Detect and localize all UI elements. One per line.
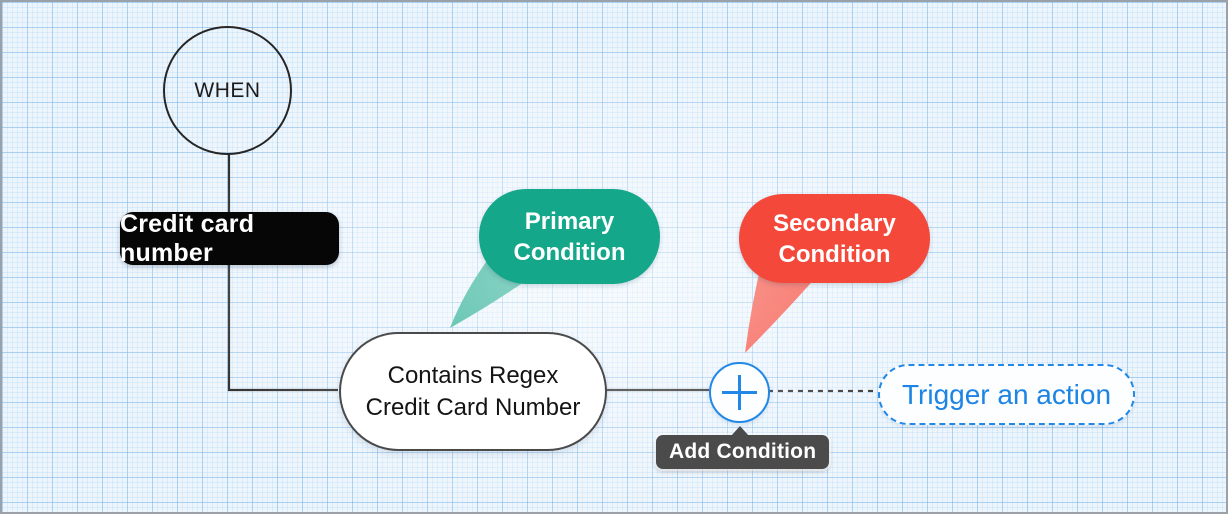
trigger-action-button[interactable]: Trigger an action	[878, 364, 1135, 425]
primary-bubble-line1: Primary	[524, 207, 615, 235]
add-condition-button[interactable]	[709, 362, 770, 423]
plus-icon	[722, 375, 757, 410]
trigger-action-label: Trigger an action	[901, 378, 1112, 410]
condition-node-line1: Contains Regex	[387, 361, 559, 389]
secondary-condition-bubble: Secondary Condition	[739, 194, 930, 283]
tooltip-arrow-icon	[731, 426, 749, 436]
when-node-label: WHEN	[194, 78, 261, 102]
condition-node[interactable]: Contains Regex Credit Card Number	[339, 332, 607, 451]
when-node[interactable]: WHEN	[163, 26, 292, 155]
add-condition-tooltip-text: Add Condition	[669, 440, 817, 463]
event-label[interactable]: Credit card number	[120, 209, 339, 267]
connector-when-to-condition	[227, 153, 338, 392]
secondary-bubble-line1: Secondary	[773, 209, 896, 237]
event-label-text: Credit card number	[120, 209, 255, 267]
condition-node-line2: Credit Card Number	[365, 393, 581, 421]
primary-bubble-line2: Condition	[513, 238, 626, 266]
primary-condition-bubble: Primary Condition	[479, 189, 660, 284]
secondary-bubble-line2: Condition	[778, 240, 891, 268]
add-condition-tooltip: Add Condition	[656, 426, 830, 469]
